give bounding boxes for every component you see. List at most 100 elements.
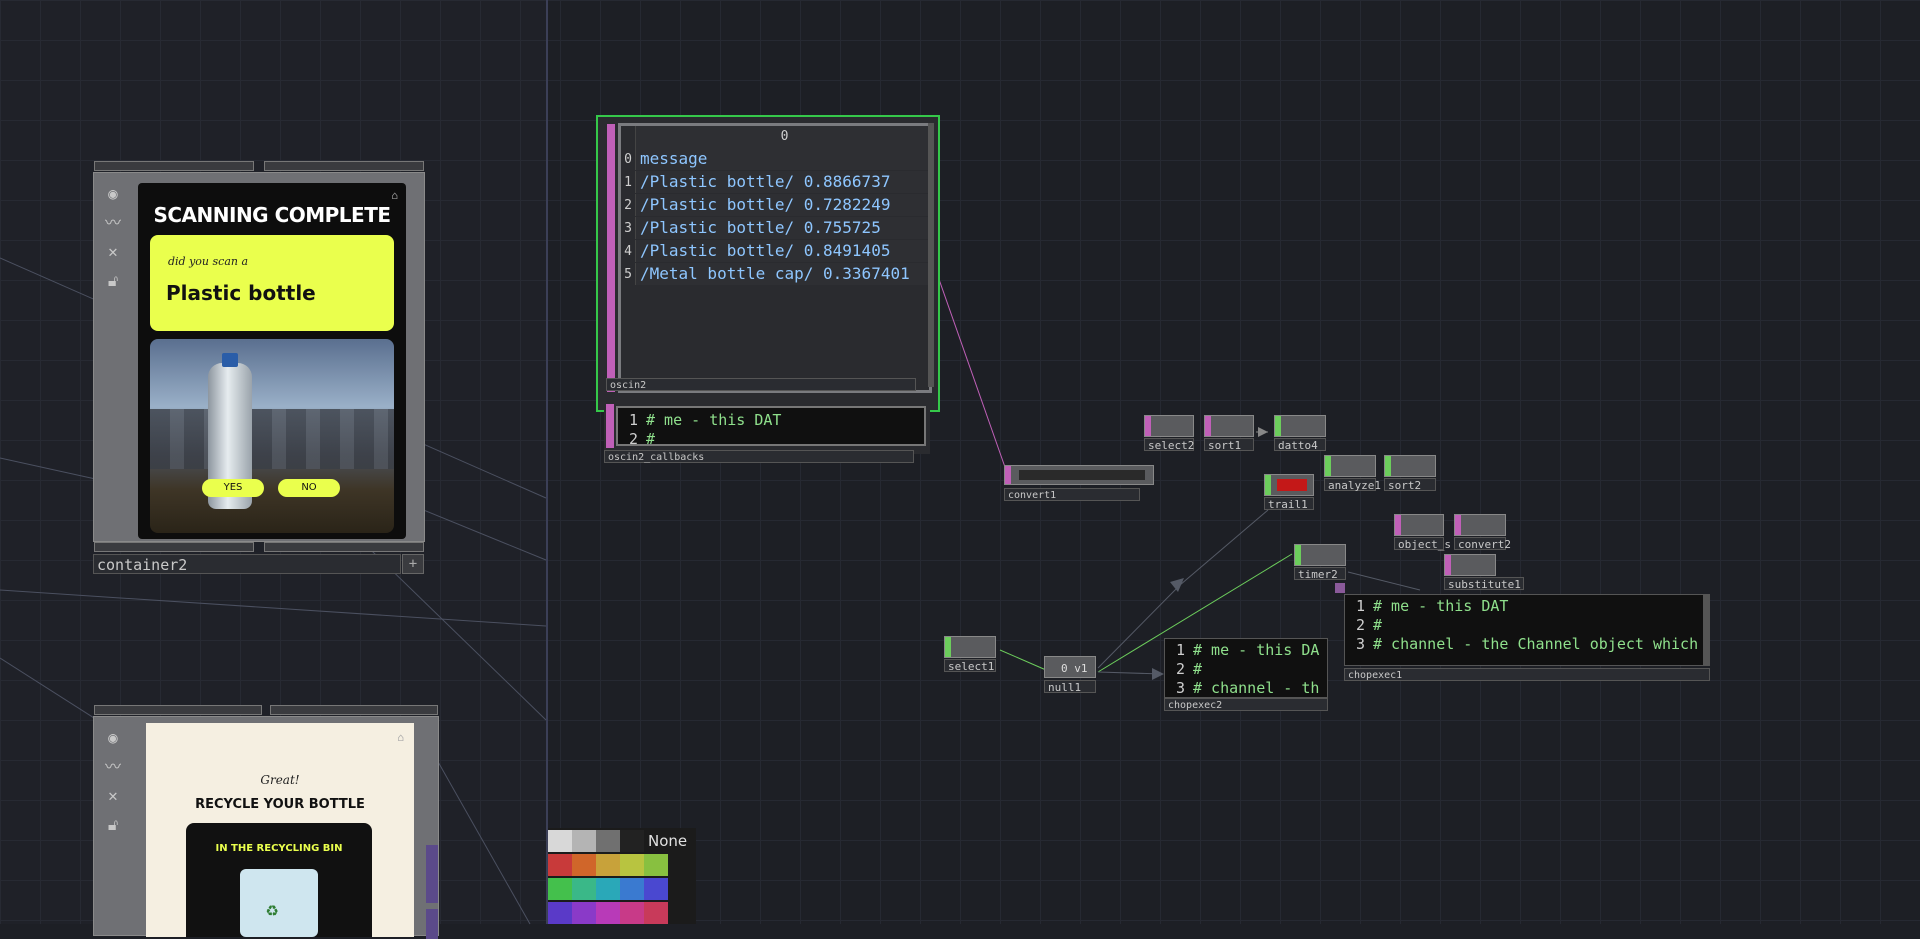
substitute1-node[interactable] [1444,554,1496,576]
container2-tab-left [94,161,254,171]
analyze1-node[interactable] [1324,455,1376,477]
color-swatch[interactable] [548,878,572,900]
viewer-icon[interactable]: ◉ [108,184,118,203]
color-palette[interactable]: None [548,828,696,924]
container2-tab-bottom-left [94,542,254,552]
home-icon: ⌂ [397,731,404,744]
cook-icon[interactable]: 〰 [104,213,121,232]
convert2-label[interactable]: convert2 [1454,537,1511,551]
convert1-node[interactable] [1004,465,1154,485]
trail1-node[interactable] [1264,474,1314,496]
container2-screen: ⌂ SCANNING COMPLETE did you scan a Plast… [138,183,406,539]
timer2-label[interactable]: timer2 [1294,567,1346,581]
bypass-icon[interactable]: ✕ [108,786,118,805]
color-swatch[interactable] [620,830,644,852]
code-line: 2# [1165,660,1327,679]
sort2-node[interactable] [1384,455,1436,477]
color-swatch[interactable] [572,830,596,852]
lock-icon[interactable]: 🔓︎ [107,271,119,290]
left-network-pane[interactable]: ◉ 〰 ✕ 🔓︎ ⌂ SCANNING COMPLETE did you sca… [0,0,548,939]
color-swatch[interactable] [620,854,644,876]
oscin2-callbacks-label[interactable]: oscin2_callbacks [604,450,914,463]
timer2-dat-port[interactable] [1335,583,1345,593]
table-header: 0 [635,125,929,148]
color-swatch[interactable] [572,854,596,876]
convert2-node[interactable] [1454,514,1506,536]
bin-text: IN THE RECYCLING BIN [215,843,343,854]
line-text: # [1193,660,1203,678]
great-text: Great! [260,773,300,787]
analyze1-label[interactable]: analyze1 [1324,478,1381,492]
table-header-row: 0 [621,125,929,148]
item-name: Plastic bottle [166,281,316,305]
line-text: # me - this DA [1193,641,1320,659]
substitute1-label[interactable]: substitute1 [1444,577,1524,591]
row-index: 1 [624,175,632,190]
timer2-node[interactable] [1294,544,1346,566]
line-number: 3 [1175,679,1185,697]
viewer-icon[interactable]: ◉ [108,728,118,747]
sort2-label[interactable]: sort2 [1384,478,1436,492]
datto4-node[interactable] [1274,415,1326,437]
no-button[interactable]: NO [278,479,340,497]
bin-photo: ♻ [240,869,318,937]
color-swatch[interactable] [596,854,620,876]
select1-label[interactable]: select1 [944,659,996,673]
chopexec1-label[interactable]: chopexec1 [1344,668,1710,681]
color-swatch[interactable] [644,854,668,876]
add-icon[interactable]: + [402,554,424,574]
trail1-label[interactable]: trail1 [1264,497,1314,511]
row-cell: /Metal bottle cap/ 0.3367401 [635,263,929,285]
color-swatch[interactable] [644,878,668,900]
color-swatch[interactable] [548,830,572,852]
yes-button[interactable]: YES [202,479,264,497]
bypass-icon[interactable]: ✕ [108,242,118,261]
scrollbar[interactable] [928,123,934,387]
color-swatch[interactable] [572,878,596,900]
convert1-label[interactable]: convert1 [1004,488,1140,501]
color-swatch[interactable] [644,902,668,924]
sort1-node[interactable] [1204,415,1254,437]
container2-panel[interactable]: ◉ 〰 ✕ 🔓︎ ⌂ SCANNING COMPLETE did you sca… [93,172,425,542]
bin-card: IN THE RECYCLING BIN ♻ [186,823,372,937]
select2-node[interactable] [1144,415,1194,437]
select2-label[interactable]: select2 [1144,438,1194,452]
line-number: 1 [628,411,638,429]
color-swatch[interactable] [548,902,572,924]
color-swatch[interactable] [596,830,620,852]
color-swatch[interactable] [620,878,644,900]
cook-icon[interactable]: 〰 [104,757,121,776]
datto4-label[interactable]: datto4 [1274,438,1326,452]
color-swatch[interactable] [620,902,644,924]
object-s-label[interactable]: object_s [1394,537,1451,551]
null1-label[interactable]: null1 [1044,680,1096,694]
recycle-title: RECYCLE YOUR BOTTLE [195,797,365,812]
lock-icon[interactable]: 🔓︎ [107,815,119,834]
home-icon: ⌂ [391,189,398,202]
scrollbar[interactable] [1703,595,1709,665]
palette-none-label[interactable]: None [648,832,688,850]
sort1-label[interactable]: sort1 [1204,438,1254,452]
color-swatch[interactable] [596,902,620,924]
select1-node[interactable] [944,636,996,658]
container2-label[interactable]: container2 [93,554,401,574]
color-swatch[interactable] [548,854,572,876]
null1-node[interactable]: 0 v1 [1044,656,1096,678]
object-s-node[interactable] [1394,514,1444,536]
line-number: 2 [628,430,638,448]
color-swatch[interactable] [572,902,596,924]
oscin2-label[interactable]: oscin2 [606,378,916,391]
code-line: 2# [618,430,924,449]
side-tab-2 [426,909,438,939]
recycle-icon: ♻ [266,897,279,921]
color-swatch[interactable] [596,878,620,900]
chopexec2-label[interactable]: chopexec2 [1164,698,1328,711]
container3-panel[interactable]: ◉ 〰 ✕ 🔓︎ ⌂ Great! RECYCLE YOUR BOTTLE IN… [93,716,439,939]
